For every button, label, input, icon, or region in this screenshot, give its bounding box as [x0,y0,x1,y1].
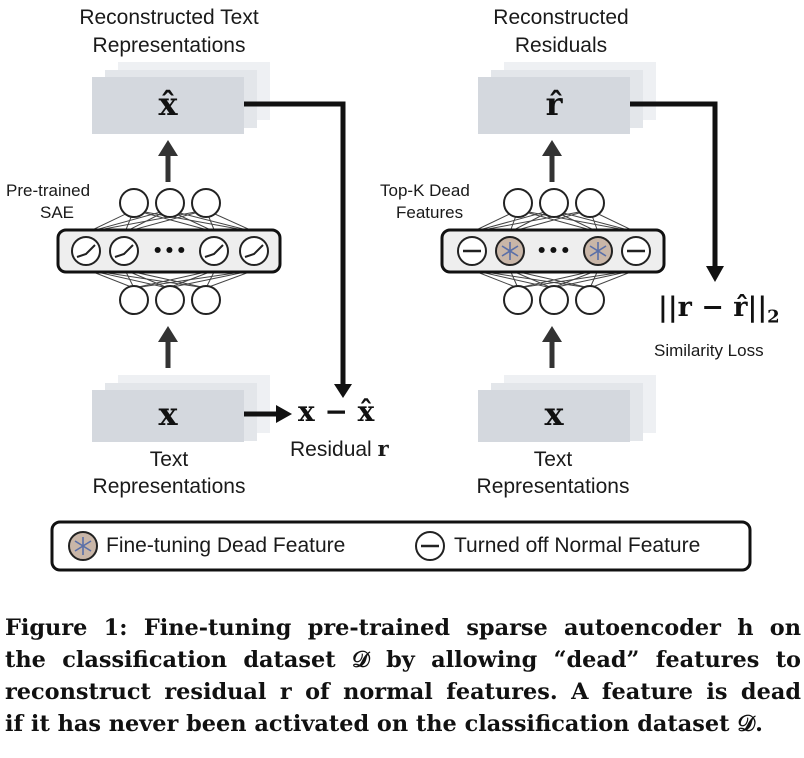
dead-feature-neuron [495,236,525,266]
right-bottom-label-1: Text [533,448,573,471]
up-arrows [158,140,562,368]
legend-dead-icon [68,531,98,561]
right-top-symbol: r̂ [545,85,563,123]
right-network-edges [471,209,637,289]
sae-label-1: Pre-trained [6,181,91,200]
residual-label-text: Residual [290,438,372,461]
left-bottom-label-2: Representations [92,475,246,498]
right-bottom-stack [478,375,656,442]
left-bottom-symbol: x [158,395,178,433]
diagram-canvas [50,62,752,572]
caption-line-1: Figure 1: Fine-tuning pre-trained sparse… [5,615,801,641]
relu-neurons [71,236,269,266]
legend-off-icon [415,531,445,561]
sae-label-2: SAE [40,203,75,222]
left-ellipsis: ••• [152,241,188,261]
caption-line-4: if it has never been activated on the cl… [5,711,763,737]
loss-connector [630,101,724,282]
right-top-label-1: Reconstructed [493,6,629,29]
caption-line-2: the classification dataset 𝒟 by allowing… [5,647,801,673]
residual-label: Residual r [290,435,389,464]
left-bottom-label-1: Text [149,448,189,471]
left-top-label-2: Representations [92,34,246,57]
loss-expression-text: ||r − r̂|| [658,292,768,323]
residual-connector [244,101,352,423]
topk-label-2: Features [396,203,464,222]
turned-off-neuron [457,236,487,266]
loss-label: Similarity Loss [654,341,764,360]
topk-label-1: Top-K Dead [380,181,470,200]
right-top-label-2: Residuals [514,34,608,57]
caption-line-3: reconstruct residual r of normal feature… [5,679,801,705]
residual-expression: x − x̂ [298,395,375,428]
right-bottom-symbol: x [544,395,564,433]
loss-expression: ||r − r̂||2 [658,290,780,335]
left-bottom-stack [92,375,270,442]
left-top-label-1: Reconstructed Text [79,6,259,29]
right-network [440,188,666,315]
residual-symbol: r [377,436,389,461]
figure-caption: Figure 1: Fine-tuning pre-trained sparse… [5,612,801,740]
right-ellipsis: ••• [536,241,572,261]
left-top-symbol: x̂ [158,85,178,123]
right-top-stack [478,62,656,134]
legend-off-label: Turned off Normal Feature [454,534,701,557]
legend-dead-label: Fine-tuning Dead Feature [106,534,346,557]
left-sae-network [56,188,282,315]
turned-off-neuron [621,236,651,266]
left-top-stack [92,62,270,134]
right-bottom-label-2: Representations [476,475,630,498]
dead-feature-neuron [583,236,613,266]
loss-subscript: 2 [767,306,780,328]
legend-box [50,520,752,572]
